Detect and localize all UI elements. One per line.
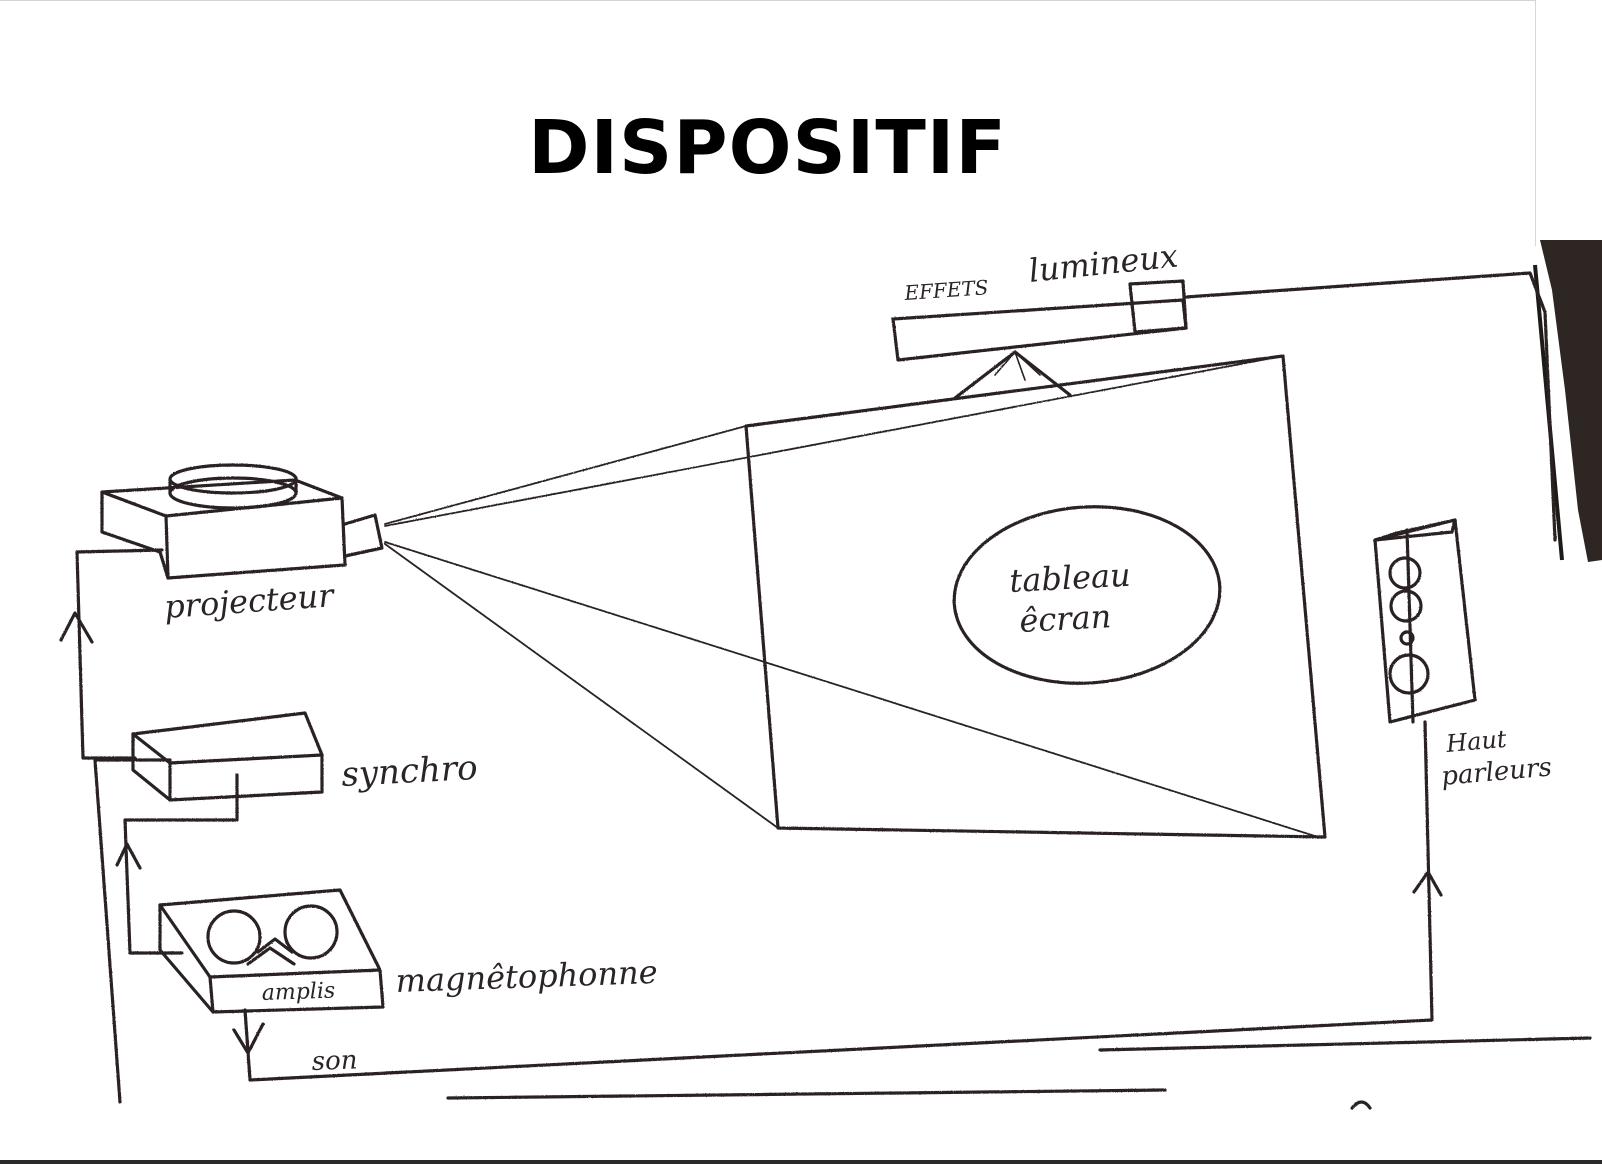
arrow-up-synchro: [115, 842, 142, 870]
wire-bottom-lower: [446, 1088, 1167, 1100]
tableau-oval: [952, 505, 1222, 685]
setup-sketch: EFFETS lumineux projecteur tableau êcran…: [59, 240, 1602, 1110]
light-effects-unit: [891, 279, 1188, 400]
projection-screen: [744, 354, 1327, 839]
projector-device: [100, 463, 384, 580]
wire-bottom: [1098, 1036, 1592, 1052]
tape-recorder-device: [158, 888, 385, 1014]
scan-edge-shadow: [1540, 240, 1602, 562]
page-top-border: [0, 0, 1536, 7]
wire-tape-synchro: [123, 773, 239, 955]
loudspeaker-device: [1373, 518, 1477, 724]
label-tableau: tableau: [1008, 556, 1131, 600]
light-wire: [1184, 271, 1557, 542]
label-haut: Haut: [1444, 725, 1508, 758]
label-magnetophone: magnêtophonne: [395, 953, 658, 1000]
wire-outer-left: [93, 758, 172, 1104]
label-projecteur: projecteur: [163, 576, 336, 626]
arrow-down-son: [232, 1022, 265, 1055]
page-right-edge: [1535, 6, 1536, 246]
page-title: DISPOSITIF: [528, 105, 1007, 191]
label-synchro: synchro: [340, 748, 478, 795]
arrow-up-speaker: [1412, 870, 1443, 897]
arrow-up-projector: [59, 611, 94, 644]
bottom-mark: [1350, 1100, 1372, 1110]
projector-beam: [384, 355, 1319, 838]
label-amplis: amplis: [261, 978, 335, 1006]
label-ecran: êcran: [1018, 597, 1112, 640]
label-parleurs: parleurs: [1440, 752, 1553, 792]
synchro-device: [131, 711, 324, 802]
wire-synchro-projector: [75, 548, 164, 760]
bottom-edge-bar: [0, 1160, 1602, 1164]
label-son: son: [311, 1045, 358, 1077]
label-effets: EFFETS: [903, 275, 989, 305]
